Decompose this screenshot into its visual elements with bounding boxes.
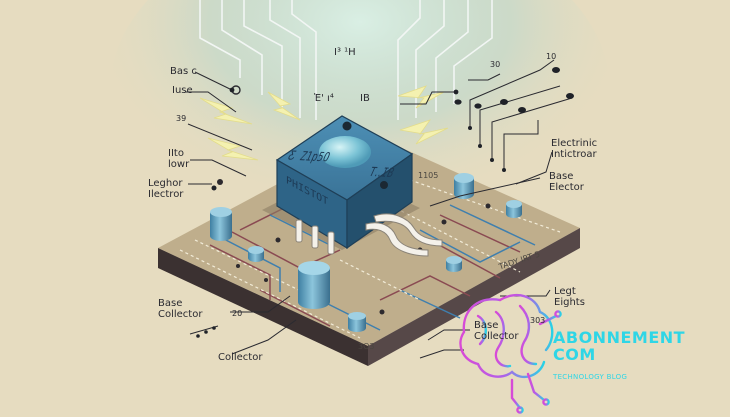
- label-left-4: IIto lowr: [168, 148, 190, 170]
- label-right-3: Electrinic Intictroar: [551, 138, 598, 160]
- brand-name-line2: COM: [553, 345, 596, 364]
- label-right-7: 303: [530, 316, 546, 325]
- label-left-2: Iuse: [172, 85, 193, 96]
- brand-name: ABONNEMENT COM: [553, 329, 685, 363]
- brain-logo-icon: [459, 293, 562, 414]
- chip-mount-hole: [342, 121, 352, 131]
- label-right-2: 30: [490, 60, 501, 69]
- spark-bolts: [199, 85, 449, 161]
- leader-dots: [196, 67, 574, 338]
- led-left: [248, 246, 264, 262]
- label-left-8: Collector: [218, 352, 263, 363]
- label-chip-side-right: IB: [360, 93, 370, 104]
- led-right: [446, 256, 462, 272]
- chip-mount-hole: [380, 181, 388, 189]
- board-label-3: 3O3: [358, 342, 375, 351]
- transistor-chip: [275, 115, 443, 257]
- brand-name-line1: ABONNEMENT: [553, 328, 686, 347]
- chip-dome: [319, 136, 371, 168]
- capacitor-left: [210, 207, 232, 241]
- label-left-5: Leghor Ilectror: [148, 178, 184, 200]
- brand-tagline: TECHNOLOGY BLOG: [553, 373, 628, 381]
- capacitor-mid: [298, 261, 330, 309]
- label-left-6: Base Collector: [158, 298, 203, 320]
- label-left-1: Bas c: [170, 66, 197, 77]
- leader-lines: [185, 59, 573, 359]
- label-chip-side-left: Ἑ' ı⁴: [314, 93, 334, 104]
- label-top-center: I³ ¹H: [334, 47, 356, 58]
- board-label-1: 1105: [418, 171, 439, 180]
- label-right-4: Base Elector: [549, 171, 584, 193]
- label-left-7: 20: [232, 309, 243, 318]
- label-right-1: 10: [546, 52, 557, 61]
- label-right-5: Legt Eights: [554, 286, 585, 308]
- label-left-3: 39: [176, 114, 187, 123]
- top-wires: [199, 0, 493, 120]
- chip-top-left-text: Ƹ Z1p5O: [285, 148, 333, 165]
- label-right-6: Base Collector: [474, 320, 519, 342]
- capacitor-front: [348, 312, 366, 332]
- capacitor-far-right: [506, 200, 522, 218]
